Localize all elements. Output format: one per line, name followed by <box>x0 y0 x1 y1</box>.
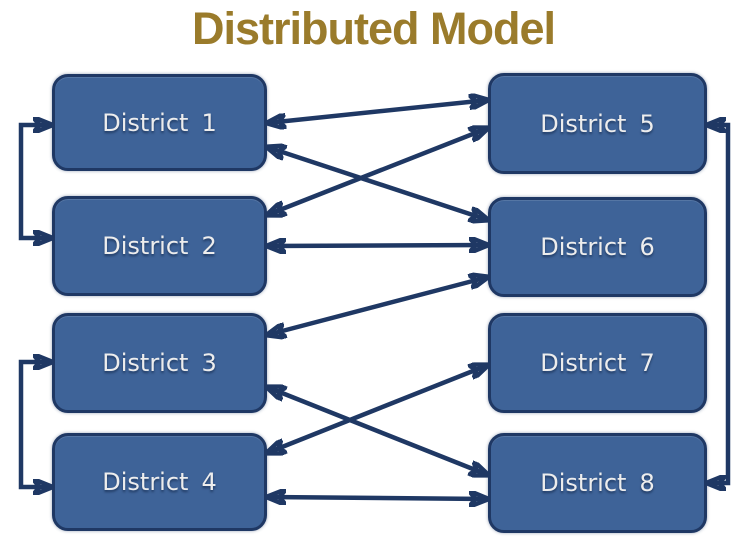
connector-district3-district4-bracket <box>18 362 52 487</box>
district-3-label: District 3 <box>102 349 216 377</box>
connector-district5-district8-bracket <box>707 125 731 483</box>
connector-district2-district5 <box>267 128 488 215</box>
district-8-box: District 8 <box>488 433 707 533</box>
district-2-label: District 2 <box>102 232 216 260</box>
district-6-label: District 6 <box>540 233 654 261</box>
district-1-label: District 1 <box>102 109 216 137</box>
district-3-word: District <box>102 349 189 377</box>
district-7-box: District 7 <box>488 313 707 413</box>
district-6-word: District <box>540 233 627 261</box>
connector-district2-district6 <box>267 245 488 246</box>
connector-district1-district5 <box>267 100 488 123</box>
district-7-number: 7 <box>639 349 655 377</box>
district-1-box: District 1 <box>52 74 267 171</box>
district-8-label: District 8 <box>540 469 654 497</box>
district-4-word: District <box>102 468 189 496</box>
connector-district4-district8 <box>267 497 488 499</box>
district-2-word: District <box>102 232 189 260</box>
district-5-box: District 5 <box>488 73 707 174</box>
district-5-number: 5 <box>639 109 655 138</box>
district-5-word: District <box>540 109 627 138</box>
district-8-word: District <box>540 469 627 497</box>
diagram-title: Distributed Model <box>192 3 556 54</box>
district-5-label: District 5 <box>540 110 654 138</box>
connector-district1-district6 <box>267 147 488 220</box>
district-4-number: 4 <box>201 468 217 496</box>
district-1-word: District <box>102 108 189 137</box>
district-7-label: District 7 <box>540 349 654 377</box>
district-6-number: 6 <box>639 233 655 261</box>
district-2-box: District 2 <box>52 196 267 296</box>
district-4-box: District 4 <box>52 433 267 531</box>
district-1-number: 1 <box>201 108 217 137</box>
connector-district3-district6 <box>267 277 488 335</box>
connector-district1-district2-bracket <box>18 125 52 238</box>
district-8-number: 8 <box>639 469 655 497</box>
district-3-number: 3 <box>201 349 217 377</box>
district-2-number: 2 <box>201 232 217 260</box>
connector-district3-district8 <box>267 387 488 475</box>
district-3-box: District 3 <box>52 313 267 413</box>
connector-district4-district7 <box>267 365 488 453</box>
district-4-label: District 4 <box>102 468 216 496</box>
district-7-word: District <box>540 349 627 377</box>
district-6-box: District 6 <box>488 197 707 297</box>
